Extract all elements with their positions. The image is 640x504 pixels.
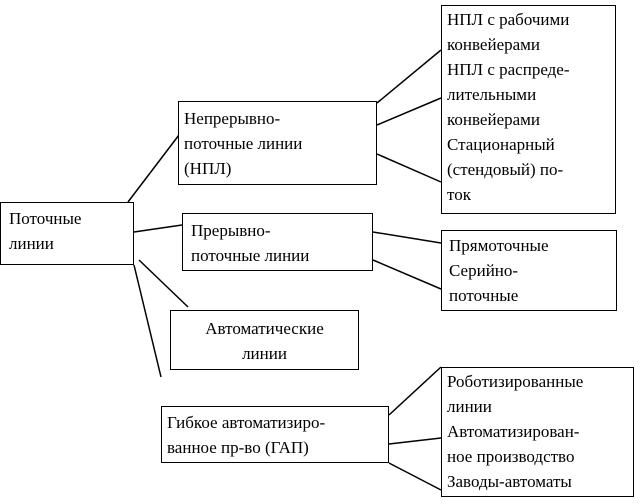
subtype-continuous-line-5: конвейерами [447,110,541,129]
subtype-discontinuous-line-2: Серийно- [449,261,519,280]
subtype-discontinuous-line-1: Прямоточные [449,236,549,255]
category-flexible-box: Гибкое автоматизиро- ванное пр-во (ГАП) [161,406,389,463]
category-continuous-line-3: (НПЛ) [184,159,232,178]
category-automatic-line-1: Автоматические [205,319,324,338]
category-automatic-line-2: линии [242,344,287,363]
subtype-continuous-line-8: ток [447,185,471,204]
connector-continuous-sub3 [376,153,442,183]
category-discontinuous-line-2: поточные линии [191,246,310,265]
subtype-flexible-line-3: Автоматизирован- [447,422,580,441]
subtype-continuous-line-6: Стационарный [447,135,555,154]
root-box: Поточные линии [0,202,134,265]
root-line-2: линии [9,234,54,253]
subtype-continuous-line-1: НПЛ с рабочими [447,10,570,29]
category-continuous-line-2: поточные линии [184,134,303,153]
connector-root-automatic [138,259,189,308]
subtype-continuous-line-2: конвейерами [447,35,541,54]
subtype-continuous-line-4: лительными [447,85,537,104]
category-flexible-line-1: Гибкое автоматизиро- [167,413,326,432]
subtypes-continuous-box: НПЛ с рабочими конвейерами НПЛ с распред… [441,5,616,214]
connector-root-flexible [133,264,162,378]
subtype-continuous-line-3: НПЛ с распреде- [447,60,570,79]
connector-flexible-sub3 [388,462,442,491]
category-continuous-box: Непрерывно- поточные линии (НПЛ) [178,101,377,185]
connector-flexible-sub1 [388,366,442,416]
category-flexible-line-2: ванное пр-во (ГАП) [167,438,309,457]
subtype-flexible-line-4: ное производство [447,447,575,466]
connector-root-discontinuous [133,224,183,233]
category-discontinuous-line-1: Прерывно- [191,221,271,240]
root-line-1: Поточные [9,209,82,228]
category-discontinuous-box: Прерывно- поточные линии [182,213,373,271]
category-continuous-line-1: Непрерывно- [184,109,281,128]
connector-discontinuous-sub2 [372,259,442,290]
subtypes-flexible-box: Роботизированные линии Автоматизирован- … [441,367,634,497]
connector-root-continuous [127,130,183,203]
subtype-discontinuous-line-3: поточные [449,286,519,305]
connector-discontinuous-sub1 [372,231,442,244]
category-automatic-box: Автоматические линии [170,310,359,370]
subtype-flexible-line-1: Роботизированные [447,372,584,391]
subtypes-discontinuous-box: Прямоточные Серийно- поточные [441,230,617,311]
connector-flexible-sub2 [388,437,442,445]
subtype-continuous-line-7: (стендовый) по- [447,160,564,179]
connector-continuous-sub2 [376,97,442,126]
subtype-flexible-line-2: линии [447,397,492,416]
connector-continuous-sub1 [376,49,442,104]
subtype-flexible-line-5: Заводы-автоматы [447,472,572,491]
